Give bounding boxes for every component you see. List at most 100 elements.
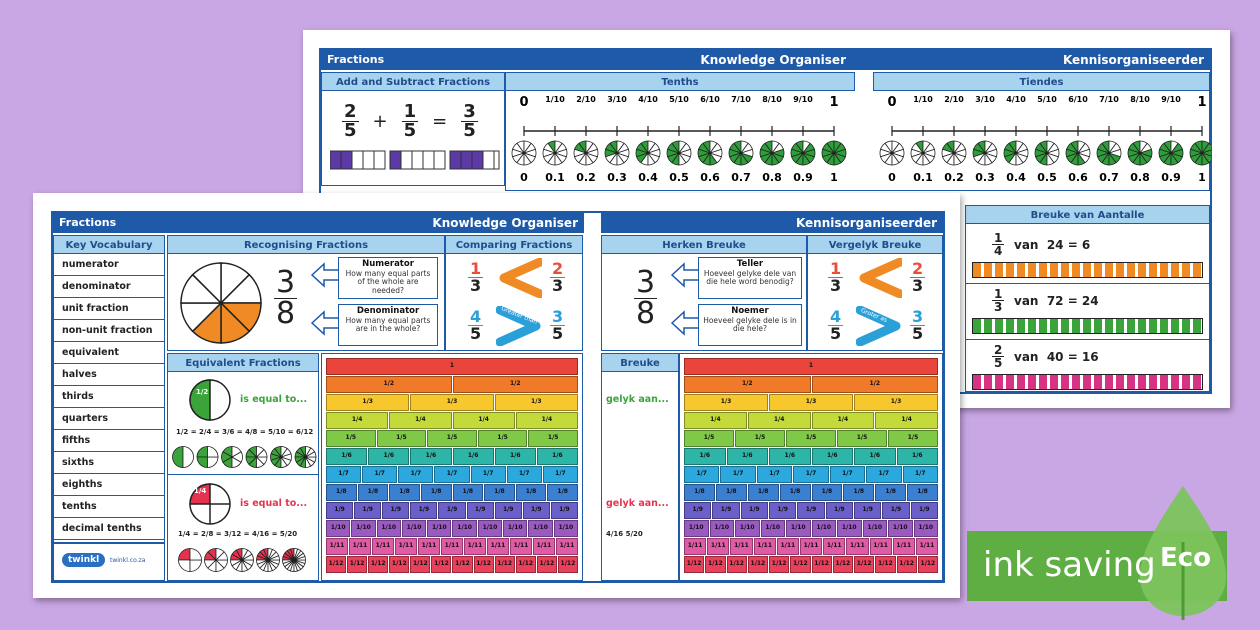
wall-cell: 1/4: [811, 412, 875, 429]
wall-row: 1: [326, 358, 578, 375]
back-title-af: Kennisorganiseerder: [1062, 53, 1204, 67]
decimal-label: 0.2: [576, 171, 596, 184]
wall-cell: 1/8: [326, 484, 357, 501]
decimal-label: 0.3: [975, 171, 995, 184]
counter-bar: [972, 318, 1203, 334]
tenths-label: 7/10: [1099, 95, 1119, 104]
back-title-bar: Fractions Knowledge Organiser: [321, 50, 852, 70]
wall-cell: 1/3: [684, 394, 768, 411]
wall-cell: 1/3: [854, 394, 938, 411]
back-title-bar-af: Kennisorganiseerder: [852, 50, 1210, 70]
wall-cell: 1/2: [452, 376, 578, 393]
quarter-circle-icon: [189, 483, 231, 525]
equivalent-divider: [168, 474, 318, 475]
wall-cell: 1/12: [494, 556, 515, 573]
wall-cell: 1/5: [376, 430, 427, 447]
wall-cell: 1/10: [503, 520, 528, 537]
wall-cell: 1: [684, 358, 938, 375]
wall-cell: 1/4: [452, 412, 515, 429]
pie-slice: [1108, 140, 1117, 155]
decimal-label: 1: [1198, 171, 1206, 184]
wall-row: 1: [684, 358, 938, 375]
front-sheet: Fractions Knowledge Organiser Kennisorga…: [33, 193, 960, 598]
wall-cell: 1/11: [464, 538, 486, 555]
wall-cell: 1/7: [506, 466, 542, 483]
wall-cell: 1/5: [786, 430, 836, 447]
tenths-label: 2/10: [576, 95, 596, 104]
wall-cell: 1/5: [684, 430, 734, 447]
equivalent-af-panel: gelyk aan... gelyk aan... 4/16 5/20: [601, 372, 679, 581]
wall-cell: 1/10: [401, 520, 427, 537]
wall-cell: 1/12: [769, 556, 790, 573]
decimal-label: 0: [520, 171, 528, 184]
wall-cell: 1/10: [528, 520, 553, 537]
tenths-label: 7/10: [731, 95, 751, 104]
wall-cell: 1/11: [846, 538, 869, 555]
front-title-bar-af: Kennisorganiseerder: [601, 213, 943, 233]
wall-cell: 1/4: [747, 412, 811, 429]
vergelyk-header: Vergelyk Breuke: [807, 235, 943, 254]
leaf-icon: [1140, 486, 1226, 620]
front-title-af: Kennisorganiseerder: [795, 216, 937, 230]
af-equal-text-2: gelyk aan...: [606, 498, 669, 509]
wall-cell: 1/6: [452, 448, 494, 465]
wall-cell: 1/8: [389, 484, 420, 501]
less-than-sign-af: [859, 258, 902, 298]
wall-cell: 1/5: [735, 430, 785, 447]
pie-slice: [891, 140, 900, 155]
vocab-item: tenths: [54, 496, 164, 518]
af-quarter-series: 4/16 5/20: [606, 530, 643, 538]
wall-cell: 1/7: [398, 466, 434, 483]
wall-cell: 1/10: [684, 520, 709, 537]
vocab-item: fifths: [54, 430, 164, 452]
tenths-label: 1: [1197, 95, 1207, 110]
half-equal-text: is equal to...: [240, 394, 308, 405]
wall-cell: 1/6: [494, 448, 536, 465]
wall-cell: 1/7: [326, 466, 362, 483]
tenths-label: 1/10: [545, 95, 565, 104]
pie-slice: [984, 140, 993, 155]
wall-cell: 1/9: [410, 502, 438, 519]
wall-cell: 1/12: [431, 556, 452, 573]
pie-slice: [585, 140, 594, 155]
logo-panel: twinkl twinkl.co.za: [53, 543, 165, 581]
less-than-sign: [499, 258, 542, 298]
wall-cell: 1/4: [875, 412, 938, 429]
vocab-item: unit fraction: [54, 298, 164, 320]
wall-cell: 1/7: [470, 466, 506, 483]
decimal-label: 0.6: [700, 171, 720, 184]
wall-cell: 1/9: [853, 502, 882, 519]
wall-cell: 1/8: [357, 484, 389, 501]
wall-cell: 1/11: [892, 538, 915, 555]
tenths-label: 0: [887, 95, 897, 110]
equals-sign: =: [432, 111, 448, 132]
wall-cell: 1/5: [326, 430, 376, 447]
wall-cell: 1/11: [799, 538, 823, 555]
wall-cell: 1/2: [326, 376, 452, 393]
wall-cell: 1/12: [515, 556, 536, 573]
wall-cell: 1/11: [326, 538, 348, 555]
wall-cell: 1/8: [420, 484, 452, 501]
wall-cell: 1/5: [477, 430, 528, 447]
half-series: 1/2 = 2/4 = 3/6 = 4/8 = 5/10 = 6/12: [176, 428, 314, 436]
front-title-en: Knowledge Organiser: [432, 216, 578, 230]
wall-cell: 1/4: [515, 412, 578, 429]
wall-cell: 1/10: [786, 520, 811, 537]
wall-cell: 1/8: [547, 484, 578, 501]
